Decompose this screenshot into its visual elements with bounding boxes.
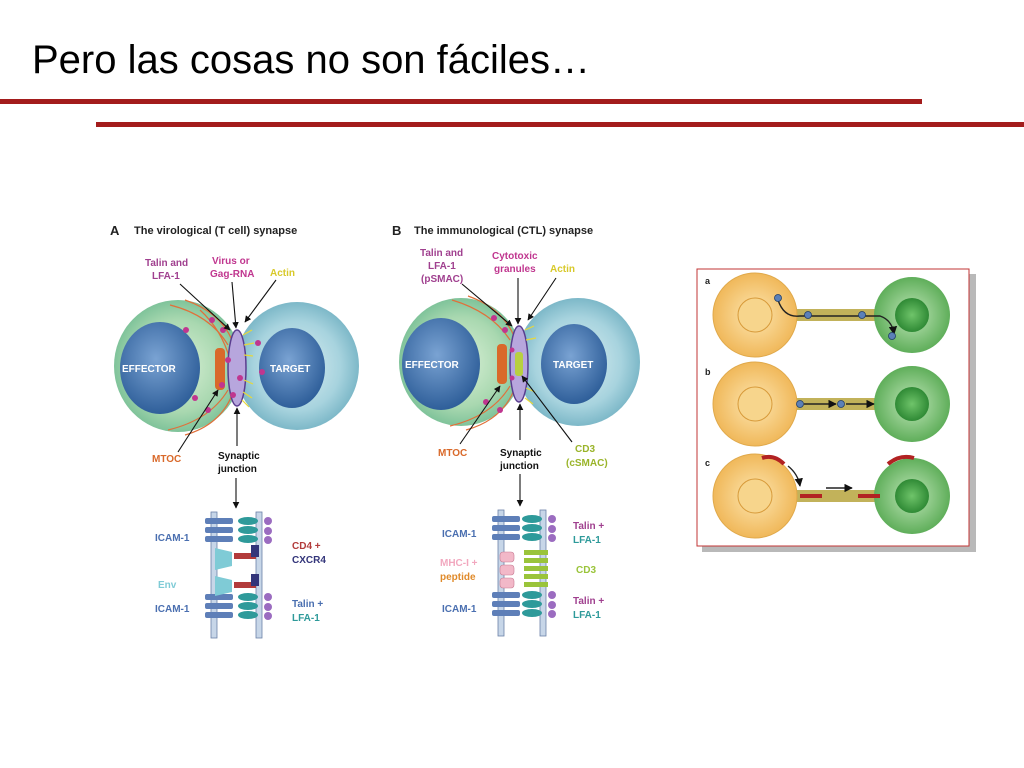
row-b: b (705, 361, 950, 447)
row-a: a (705, 272, 950, 358)
actin-label-b: Actin (550, 264, 575, 275)
talin-lfa-label-a-1: Talin and (145, 258, 188, 269)
talin-plus-top-label-b: Talin + (573, 521, 604, 532)
csmac-b (515, 352, 523, 376)
panel-a: A The virological (T cell) synapse (110, 223, 359, 639)
mhc-label-b: MHC-I + (440, 558, 478, 569)
talin-label-b-1: Talin and (420, 248, 463, 259)
row-c: c (705, 453, 950, 539)
junction-label-a-1: Synaptic (218, 451, 260, 462)
panel-a-heading: The virological (T cell) synapse (134, 225, 297, 237)
cytotoxic-granules-b (483, 315, 515, 413)
virus-particles-a (183, 317, 265, 413)
cd3-label-b-2: (cSMAC) (566, 458, 608, 469)
callout-arrows-b (459, 277, 573, 445)
cyto-label-b-1: Cytotoxic (492, 251, 538, 262)
mtoc-b (497, 344, 507, 384)
icam1-top-label-a: ICAM-1 (155, 533, 190, 544)
talin-plus-bottom-label-b: Talin + (573, 596, 604, 607)
synapse-disc-a (227, 329, 247, 407)
panel-b-heading: The immunological (CTL) synapse (414, 225, 593, 237)
junction-detail-b (492, 509, 556, 637)
target-nucleus-b (541, 324, 607, 404)
talin-label-b-2: LFA-1 (428, 261, 456, 272)
cd4-label-a: CD4 + (292, 541, 321, 552)
junction-detail-a (205, 511, 272, 639)
cxcr4-label-a: CXCR4 (292, 555, 326, 566)
target-label-a: TARGET (270, 364, 310, 375)
lfa1-label-a: LFA-1 (292, 613, 320, 624)
panel-b-letter: B (392, 223, 401, 238)
slide-title: Pero las cosas no son fáciles… (32, 38, 591, 82)
junction-label-b-2: junction (499, 461, 539, 472)
target-nucleus-a (259, 328, 325, 408)
icam1-top-label-b: ICAM-1 (442, 529, 477, 540)
talin-lfa-label-a-2: LFA-1 (152, 271, 180, 282)
actin-label-a: Actin (270, 268, 295, 279)
mtoc-a (215, 348, 225, 390)
junction-label-b-1: Synaptic (500, 448, 542, 459)
cyto-label-b-2: granules (494, 264, 536, 275)
effector-label-a: EFFECTOR (122, 364, 176, 375)
actin-a (241, 329, 255, 408)
env-label-a: Env (158, 580, 177, 591)
mtoc-label-a: MTOC (152, 454, 181, 465)
panel-b: B The immunological (CTL) synapse EFFECT… (392, 223, 640, 637)
effector-nucleus-a (120, 322, 200, 414)
title-divider-bottom (96, 122, 1024, 127)
peptide-label-b: peptide (440, 572, 476, 583)
panel-c: a b c (696, 268, 976, 552)
lfa1-top-label-b: LFA-1 (573, 535, 601, 546)
cd3-label-b-1: CD3 (575, 444, 595, 455)
effector-nucleus-b (402, 318, 480, 410)
icam1-bottom-label-b: ICAM-1 (442, 604, 477, 615)
cd3-label-b: CD3 (576, 565, 596, 576)
row-a-label: a (705, 276, 711, 286)
row-c-label: c (705, 458, 710, 468)
row-b-label: b (705, 367, 711, 377)
microtubules-b (449, 295, 515, 431)
icam1-bottom-label-a: ICAM-1 (155, 604, 190, 615)
talin-plus-label-a: Talin + (292, 599, 323, 610)
lfa1-bottom-label-b: LFA-1 (573, 610, 601, 621)
callout-arrows-a (177, 279, 277, 453)
title-divider-top (0, 99, 922, 104)
panel-a-letter: A (110, 223, 120, 238)
mtoc-label-b: MTOC (438, 448, 467, 459)
virus-label-a-1: Virus or (212, 256, 250, 267)
talin-label-b-3: (pSMAC) (421, 274, 463, 285)
effector-label-b: EFFECTOR (405, 360, 459, 371)
target-label-b: TARGET (553, 360, 593, 371)
virus-label-a-2: Gag-RNA (210, 269, 254, 280)
junction-label-a-2: junction (217, 464, 257, 475)
